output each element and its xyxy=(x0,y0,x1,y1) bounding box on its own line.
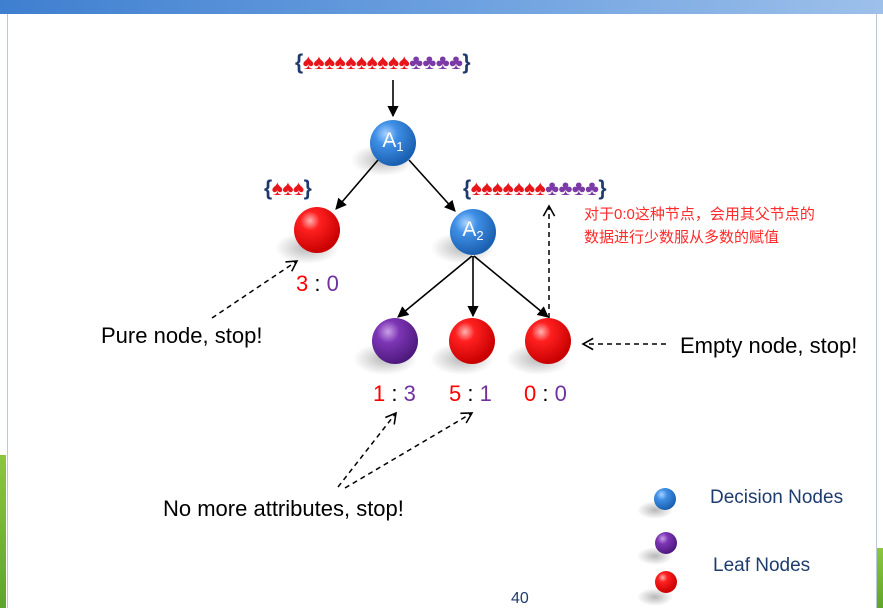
slide-right-accent xyxy=(877,548,883,608)
set-open-brace: { xyxy=(295,51,303,74)
right-suit-set: {♠♠♠♠♠♠♠♣♣♣♣} xyxy=(463,177,607,201)
node-subscript: 2 xyxy=(476,228,484,243)
leaf-node-left-red xyxy=(294,207,340,253)
legend-decision-dot xyxy=(654,488,676,510)
set-open-brace: { xyxy=(264,177,272,200)
edge-a1-to-a2 xyxy=(408,159,456,212)
set-close-brace: } xyxy=(462,51,471,74)
empty-node-label: Empty node, stop! xyxy=(680,333,858,358)
spade-symbols: ♠♠♠♠♠♠♠♠♠♠ xyxy=(302,51,410,74)
pure-node-label: Pure node, stop! xyxy=(101,323,263,348)
ratio-purple-count: 3 xyxy=(403,381,416,406)
root-suit-set: {♠♠♠♠♠♠♠♠♠♠♣♣♣♣} xyxy=(295,51,471,75)
note-line-2: 数据进行少数服从多数的赋值 xyxy=(584,229,780,246)
set-close-brace: } xyxy=(598,177,607,200)
set-open-brace: { xyxy=(463,177,471,200)
leaf-node-red-empty xyxy=(525,318,571,364)
dashed-arrow-pure-node xyxy=(211,260,299,319)
ratio-leaf3: 0 : 0 xyxy=(524,381,567,407)
edge-a2-to-leaf1 xyxy=(397,255,473,318)
spade-symbols: ♠♠♠♠♠♠♠ xyxy=(470,177,546,200)
ratio-purple-count: 1 xyxy=(479,381,492,406)
node-label-a2: A2 xyxy=(454,218,492,243)
ratio-leaf2: 5 : 1 xyxy=(449,381,492,407)
page-number: 40 xyxy=(511,590,529,607)
slide-right-edge xyxy=(876,14,883,608)
ratio-left: 3 : 0 xyxy=(296,271,339,297)
left-suit-set: {♠♠♠} xyxy=(264,177,312,201)
ratio-red-count: 1 xyxy=(373,381,386,406)
ratio-red-count: 3 xyxy=(296,271,309,296)
legend-leaf-purple-dot xyxy=(655,532,677,554)
decision-node-a2 xyxy=(450,209,496,255)
legend-leaf-label: Leaf Nodes xyxy=(713,555,811,576)
slide-left-edge xyxy=(0,14,8,608)
node-letter: A xyxy=(382,129,397,152)
spade-symbols: ♠♠♠ xyxy=(271,177,304,200)
edge-a2-to-leaf3 xyxy=(473,255,549,318)
node-letter: A xyxy=(462,218,477,241)
slide-left-accent xyxy=(0,455,6,608)
node-label-a1: A1 xyxy=(374,129,412,154)
leaf-node-purple xyxy=(372,318,418,364)
club-symbols: ♣♣♣♣ xyxy=(409,51,463,74)
set-close-brace: } xyxy=(303,177,312,200)
legend-leaf-red-dot xyxy=(655,571,677,593)
leaf-node-red-middle xyxy=(449,318,495,364)
ratio-separator: : xyxy=(467,381,474,406)
ratio-leaf1: 1 : 3 xyxy=(373,381,416,407)
ratio-separator: : xyxy=(391,381,398,406)
dashed-arrow-no-attr-1 xyxy=(337,411,398,488)
ratio-separator: : xyxy=(542,381,549,406)
ratio-purple-count: 0 xyxy=(554,381,567,406)
dashed-arrow-no-attr-2 xyxy=(344,412,474,489)
ratio-red-count: 5 xyxy=(449,381,462,406)
node-subscript: 1 xyxy=(396,139,404,154)
parent-majority-note: 对于0:0这种节点，会用其父节点的 数据进行少数服从多数的赋值 xyxy=(584,203,815,249)
ratio-separator: : xyxy=(314,271,321,296)
ratio-purple-count: 0 xyxy=(326,271,339,296)
club-symbols: ♣♣♣♣ xyxy=(545,177,599,200)
legend-decision-label: Decision Nodes xyxy=(710,487,844,508)
slide-top-bar xyxy=(0,0,883,14)
decision-node-a1 xyxy=(370,120,416,166)
ratio-red-count: 0 xyxy=(524,381,537,406)
note-line-1: 对于0:0这种节点，会用其父节点的 xyxy=(584,206,815,223)
no-more-attributes-label: No more attributes, stop! xyxy=(163,496,404,521)
